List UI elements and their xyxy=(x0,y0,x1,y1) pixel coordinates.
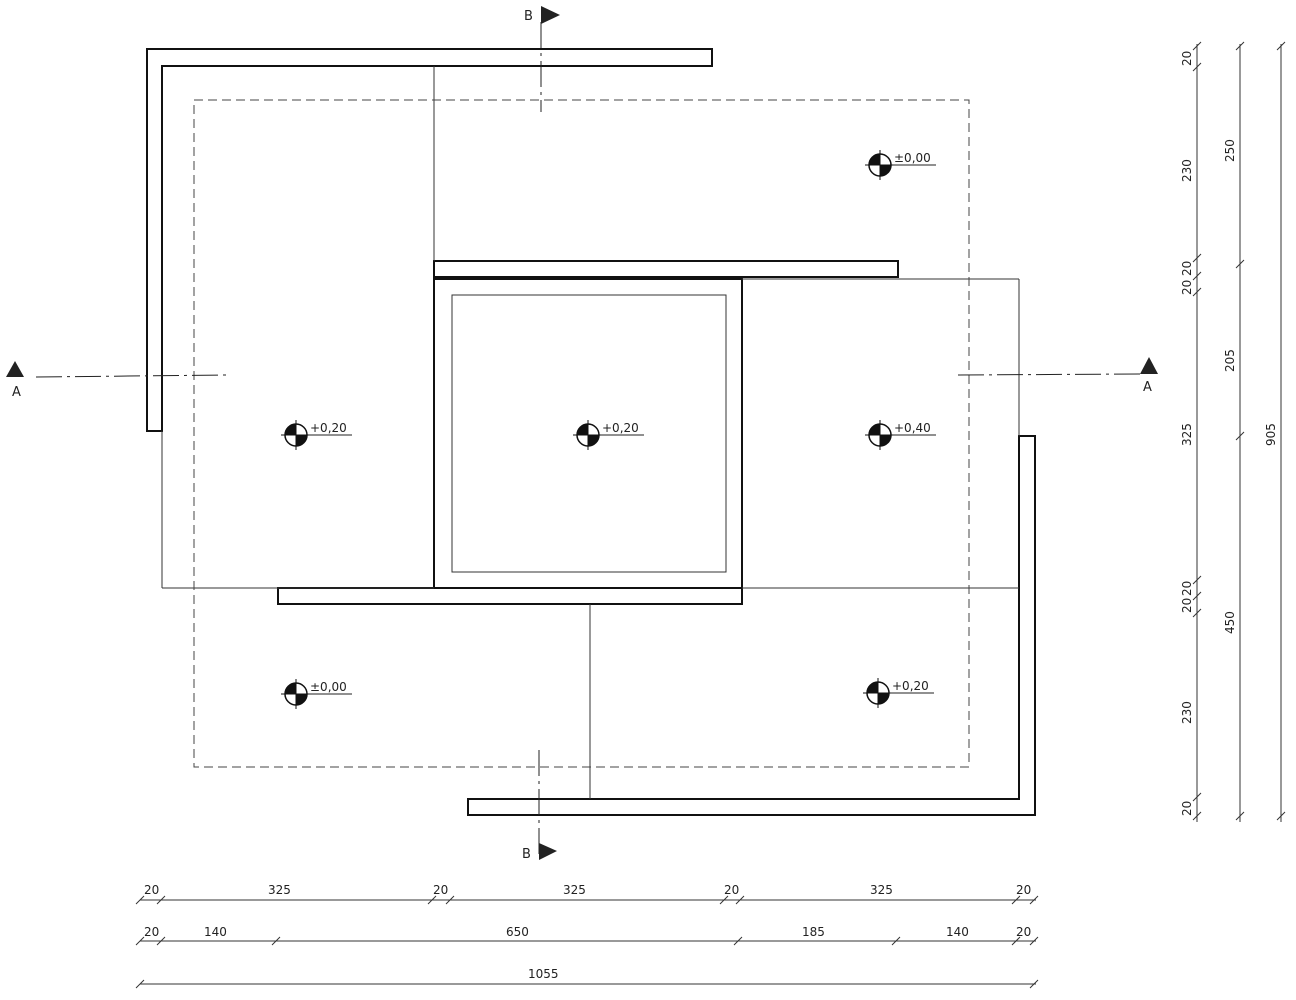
level-marker: +0,40 xyxy=(865,420,936,450)
section-lines xyxy=(35,22,1141,856)
dimension-total-right: 905 xyxy=(1264,41,1286,822)
section-label: B xyxy=(524,9,533,24)
section-marker-a-left: A xyxy=(6,361,24,400)
roof-outline-dashed xyxy=(193,99,970,768)
dimension-label: 20 xyxy=(724,883,739,897)
section-line-a-right xyxy=(957,373,1141,376)
dimension-chain-bottom-1: 20 325 20 325 20 325 20 xyxy=(135,883,1039,905)
dimension-chain-bottom-2: 20 140 650 185 140 20 xyxy=(135,925,1039,946)
dimension-label: 230 xyxy=(1180,159,1194,182)
dimension-label: 20 xyxy=(1180,51,1194,66)
level-marker: +0,20 xyxy=(281,420,352,450)
dimension-label: 140 xyxy=(946,925,969,939)
level-label: +0,20 xyxy=(310,421,347,435)
section-label: A xyxy=(12,385,21,400)
section-line-a-left xyxy=(35,374,229,378)
level-label: ±0,00 xyxy=(310,680,347,694)
section-marker-b-bottom: B xyxy=(522,843,557,862)
inner-room-inner xyxy=(451,294,727,573)
level-label: ±0,00 xyxy=(894,151,931,165)
dimension-label: 450 xyxy=(1223,611,1237,634)
wall-top-left-l xyxy=(146,48,713,432)
level-marker: +0,20 xyxy=(863,678,934,708)
dimension-label: 20 xyxy=(144,883,159,897)
flag-marker-icon xyxy=(541,6,560,24)
section-marker-b-top: B xyxy=(524,6,560,24)
dimension-label: 20 xyxy=(1180,598,1194,613)
dimension-label: 325 xyxy=(870,883,893,897)
dimension-label: 230 xyxy=(1180,701,1194,724)
walls xyxy=(146,48,1036,816)
inner-room-outer xyxy=(433,278,743,589)
dimension-label: 250 xyxy=(1223,139,1237,162)
flag-marker-icon xyxy=(539,843,557,860)
dimension-chain-right-2: 250 205 450 xyxy=(1223,41,1245,822)
dimension-label: 20 xyxy=(1016,925,1031,939)
triangle-marker-icon xyxy=(6,361,24,377)
triangle-marker-icon xyxy=(1140,357,1158,374)
level-label: +0,20 xyxy=(892,679,929,693)
section-label: A xyxy=(1143,380,1152,395)
level-marker: ±0,00 xyxy=(281,679,352,709)
dimension-label: 325 xyxy=(268,883,291,897)
dimension-label: 20 xyxy=(1180,581,1194,596)
dimension-label: 20 xyxy=(144,925,159,939)
dimension-label: 140 xyxy=(204,925,227,939)
dimension-label: 905 xyxy=(1264,423,1278,446)
level-markers: ±0,00 +0,20 +0,20 +0,40 xyxy=(281,150,936,709)
section-label: B xyxy=(522,847,531,862)
wall-lower-middle xyxy=(277,587,743,605)
dimension-label: 20 xyxy=(1180,261,1194,276)
level-label: +0,20 xyxy=(602,421,639,435)
section-marker-a-right: A xyxy=(1140,357,1158,395)
dimension-label: 20 xyxy=(1016,883,1031,897)
dimension-label: 650 xyxy=(506,925,529,939)
dimension-label: 20 xyxy=(1180,280,1194,295)
level-marker: +0,20 xyxy=(573,420,644,450)
wall-upper-middle xyxy=(433,260,899,278)
level-marker: ±0,00 xyxy=(865,150,936,180)
dimension-label: 325 xyxy=(563,883,586,897)
thin-outlines xyxy=(161,66,1020,799)
dimension-total-bottom: 1055 xyxy=(135,967,1039,989)
dimension-label: 1055 xyxy=(528,967,559,981)
level-label: +0,40 xyxy=(894,421,931,435)
dimension-label: 20 xyxy=(1180,801,1194,816)
dimension-label: 20 xyxy=(433,883,448,897)
dimension-label: 325 xyxy=(1180,423,1194,446)
dimension-chain-right-1: 20 230 20 20 325 20 20 230 20 xyxy=(1180,41,1202,822)
dimension-label: 185 xyxy=(802,925,825,939)
wall-bottom-right-l xyxy=(467,435,1036,816)
dimension-label: 205 xyxy=(1223,349,1237,372)
